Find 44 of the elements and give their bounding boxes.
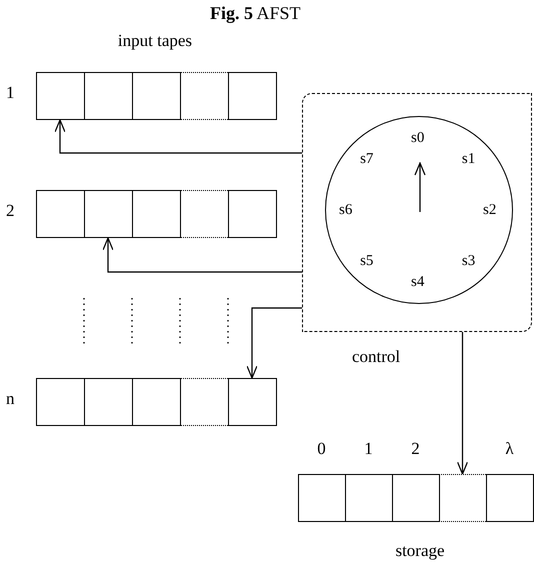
- tape-cell: [132, 72, 181, 120]
- state-label: s2: [483, 203, 496, 218]
- state-label: s0: [411, 131, 424, 146]
- state-label: s3: [462, 254, 476, 269]
- tape-cell: [36, 190, 85, 238]
- tape-cell: [228, 72, 277, 120]
- storage-cell: [486, 474, 534, 522]
- tape-cell: [180, 378, 228, 426]
- control-box: [302, 93, 532, 332]
- cell-index-label: 0: [316, 440, 327, 457]
- arrow: [246, 307, 302, 379]
- arrow: [102, 237, 302, 273]
- storage-cell: [345, 474, 393, 522]
- tape-cell: [228, 378, 277, 426]
- storage-label: storage: [394, 542, 446, 559]
- tape-number: 1: [6, 84, 14, 101]
- tape-cell: [36, 72, 85, 120]
- cell-index-label: 2: [410, 440, 421, 457]
- tape-number: 2: [6, 202, 14, 219]
- state-label: s5: [360, 254, 374, 269]
- state-label: s6: [339, 203, 352, 218]
- storage-cell: [392, 474, 440, 522]
- state-label: s1: [462, 152, 476, 168]
- tape-cell: [180, 190, 228, 238]
- cell-index-label: 1: [363, 440, 374, 457]
- storage-cell: [439, 474, 486, 522]
- arrow: [54, 119, 302, 154]
- cell-index-label: λ: [504, 440, 515, 457]
- tape-cell: [132, 378, 181, 426]
- figure-title: Fig. 5 AFST: [210, 4, 301, 22]
- storage-cell: [298, 474, 346, 522]
- control-label: control: [352, 348, 400, 365]
- arrow: [456, 332, 468, 475]
- tape-cell: [84, 190, 133, 238]
- tape-cell: [84, 378, 133, 426]
- tape-cell: [228, 190, 277, 238]
- tape-cell: [132, 190, 181, 238]
- tape-number: n: [6, 390, 14, 407]
- tape-cell: [36, 378, 85, 426]
- state-label: s7: [360, 152, 374, 168]
- tapes-heading: input tapes: [116, 32, 194, 49]
- state-label: s4: [411, 275, 424, 290]
- tape-cell: [84, 72, 133, 120]
- tape-cell: [180, 72, 228, 120]
